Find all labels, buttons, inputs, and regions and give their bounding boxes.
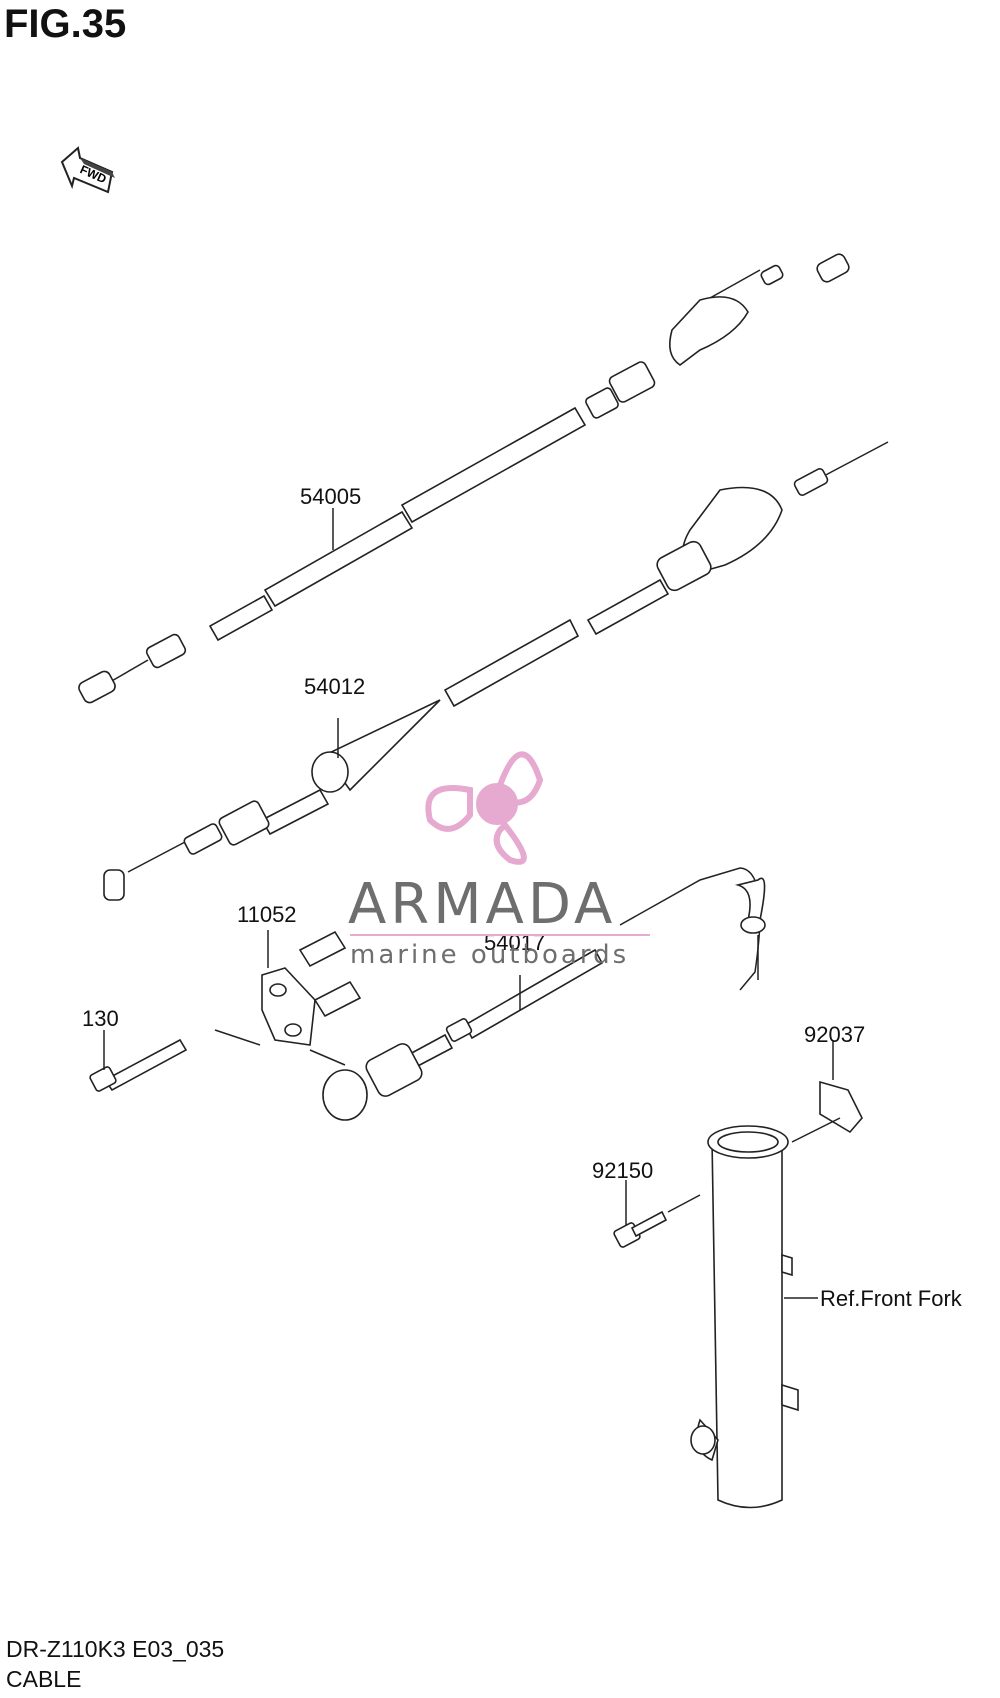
part-number-54005: 54005 [300, 484, 362, 509]
front-fork [690, 1125, 818, 1509]
clamp-92037 [791, 1040, 863, 1143]
bracket-11052 [214, 930, 362, 1066]
part-number-11052: 11052 [237, 902, 297, 927]
watermark-subtitle: marine outboards [350, 940, 630, 970]
cable-54017 [322, 867, 766, 1121]
watermark-brand: ARMADA [348, 872, 617, 937]
reference-label: Ref.Front Fork [820, 1286, 962, 1311]
part-number-92150: 92150 [592, 1158, 654, 1183]
watermark-divider [350, 934, 650, 936]
bolt-130 [89, 1030, 188, 1092]
part-number-130: 130 [82, 1006, 119, 1031]
footer-model-code: DR-Z110K3 E03_035 [6, 1636, 225, 1662]
cable-54005 [78, 253, 850, 704]
part-number-92037: 92037 [804, 1022, 866, 1047]
cable-54012 [103, 441, 889, 901]
watermark-logo-icon [425, 751, 544, 865]
bolt-92150 [613, 1180, 701, 1248]
figure-title: FIG.35 [4, 2, 127, 46]
part-number-54012: 54012 [304, 674, 366, 699]
fwd-arrow-icon: FWD [60, 146, 115, 194]
footer-section: CABLE [6, 1666, 82, 1692]
